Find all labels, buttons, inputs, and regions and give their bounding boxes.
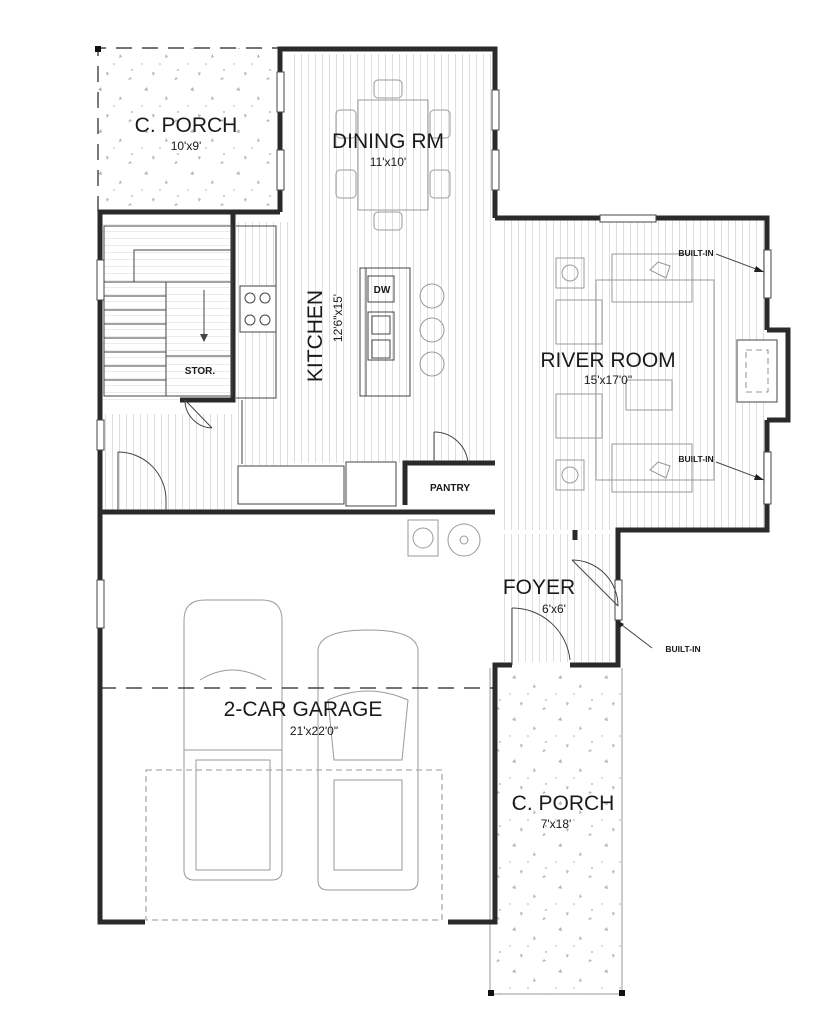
foyer-dim: 6'x6' xyxy=(542,602,566,616)
garage-name: 2-CAR GARAGE xyxy=(224,698,383,721)
kitchen-island xyxy=(239,267,481,557)
kitchen-dim: 12'6"x15' xyxy=(331,294,345,342)
front-porch-area xyxy=(488,668,625,996)
back-porch-name: C. PORCH xyxy=(135,114,238,137)
dining-room-name: DINING RM xyxy=(332,130,444,153)
back-porch-dim: 10'x9' xyxy=(171,139,202,153)
foyer-name: FOYER xyxy=(503,576,575,599)
pantry-label: PANTRY xyxy=(430,483,470,494)
dishwasher-label: DW xyxy=(374,285,391,296)
room-labels: C. PORCH 10'x9' DINING RM 11'x10' KITCHE… xyxy=(135,114,714,831)
garage-dim: 21'x22'0" xyxy=(290,724,338,738)
river-room-dim: 15'x17'0" xyxy=(584,373,632,387)
dining-room-dim: 11'x10' xyxy=(370,155,406,169)
garage-vehicles xyxy=(145,599,443,921)
river-room-name: RIVER ROOM xyxy=(540,349,675,372)
kitchen-name: KITCHEN xyxy=(304,290,327,382)
dining-table xyxy=(335,79,451,231)
floor-hatching xyxy=(100,54,764,662)
river-room-furniture xyxy=(555,253,769,493)
built-in-label-top: BUILT-IN xyxy=(678,248,713,258)
walls xyxy=(97,46,791,925)
annotations xyxy=(100,253,765,689)
front-porch-name: C. PORCH xyxy=(512,792,615,815)
doors xyxy=(117,399,619,665)
front-porch-dim: 7'x18' xyxy=(541,817,572,831)
back-porch-area xyxy=(95,46,280,212)
built-in-label-mid: BUILT-IN xyxy=(678,454,713,464)
staircase xyxy=(103,225,233,397)
windows xyxy=(96,71,772,629)
storage-label: STOR. xyxy=(185,366,216,377)
built-in-label-foyer: BUILT-IN xyxy=(665,644,700,654)
